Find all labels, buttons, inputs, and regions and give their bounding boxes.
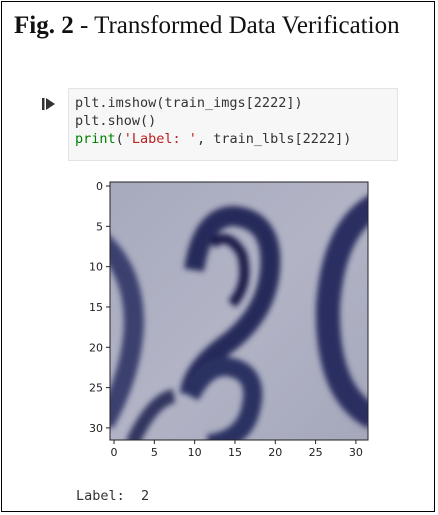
left-digit-stroke [110, 236, 145, 429]
x-tick-label: 30 [349, 446, 363, 459]
run-cell-icon[interactable] [41, 97, 57, 111]
figure-number: Fig. 2 [14, 12, 74, 39]
output-label: Label: [76, 488, 125, 504]
axes-frame [109, 181, 369, 441]
bottom-left-stroke [126, 389, 176, 440]
center-digit-inner-shadow [208, 233, 250, 308]
center-digit-upper-stroke [180, 205, 281, 396]
output-value: 2 [141, 488, 150, 504]
y-tick-label: 0 [96, 180, 103, 193]
right-digit-stroke [315, 195, 368, 429]
code-line-show: plt.show() [75, 113, 157, 129]
print-args: , train_lbls[2222]) [196, 131, 352, 147]
code-cell[interactable]: plt.imshow(train_imgs[2222]) plt.show() … [68, 88, 398, 161]
y-tick-label: 15 [89, 301, 103, 314]
cell-output: Label: 2 [76, 487, 149, 505]
x-tick-label: 15 [228, 446, 242, 459]
x-tick-label: 25 [309, 446, 323, 459]
code-line-print: print('Label: ', train_lbls[2222]) [75, 130, 351, 148]
imshow-plot: 0 5 10 15 20 25 30 0 5 10 15 20 25 30 [89, 180, 369, 459]
y-tick-label: 10 [89, 261, 103, 274]
x-tick-label: 0 [111, 446, 118, 459]
label-string: 'Label: ' [123, 131, 197, 147]
x-tick-label: 10 [188, 446, 202, 459]
center-digit-lower-stroke [181, 357, 263, 440]
y-tick-label: 30 [89, 422, 103, 435]
digit-image [110, 182, 368, 440]
code-line-imshow: plt.imshow(train_imgs[2222]) [75, 95, 303, 111]
figure-caption: Transformed Data Verification [94, 12, 400, 39]
y-tick-label: 20 [89, 341, 103, 354]
print-keyword: print [75, 131, 116, 147]
x-axis: 0 5 10 15 20 25 30 [111, 440, 363, 459]
x-tick-label: 5 [151, 446, 158, 459]
y-axis: 0 5 10 15 20 25 30 [89, 180, 110, 435]
figure-title: Fig. 2 - Transformed Data Verification [14, 10, 400, 42]
title-separator: - [73, 12, 95, 39]
y-tick-label: 25 [89, 382, 103, 395]
open-paren: ( [115, 131, 124, 147]
y-tick-label: 5 [96, 220, 103, 233]
x-tick-label: 20 [268, 446, 282, 459]
